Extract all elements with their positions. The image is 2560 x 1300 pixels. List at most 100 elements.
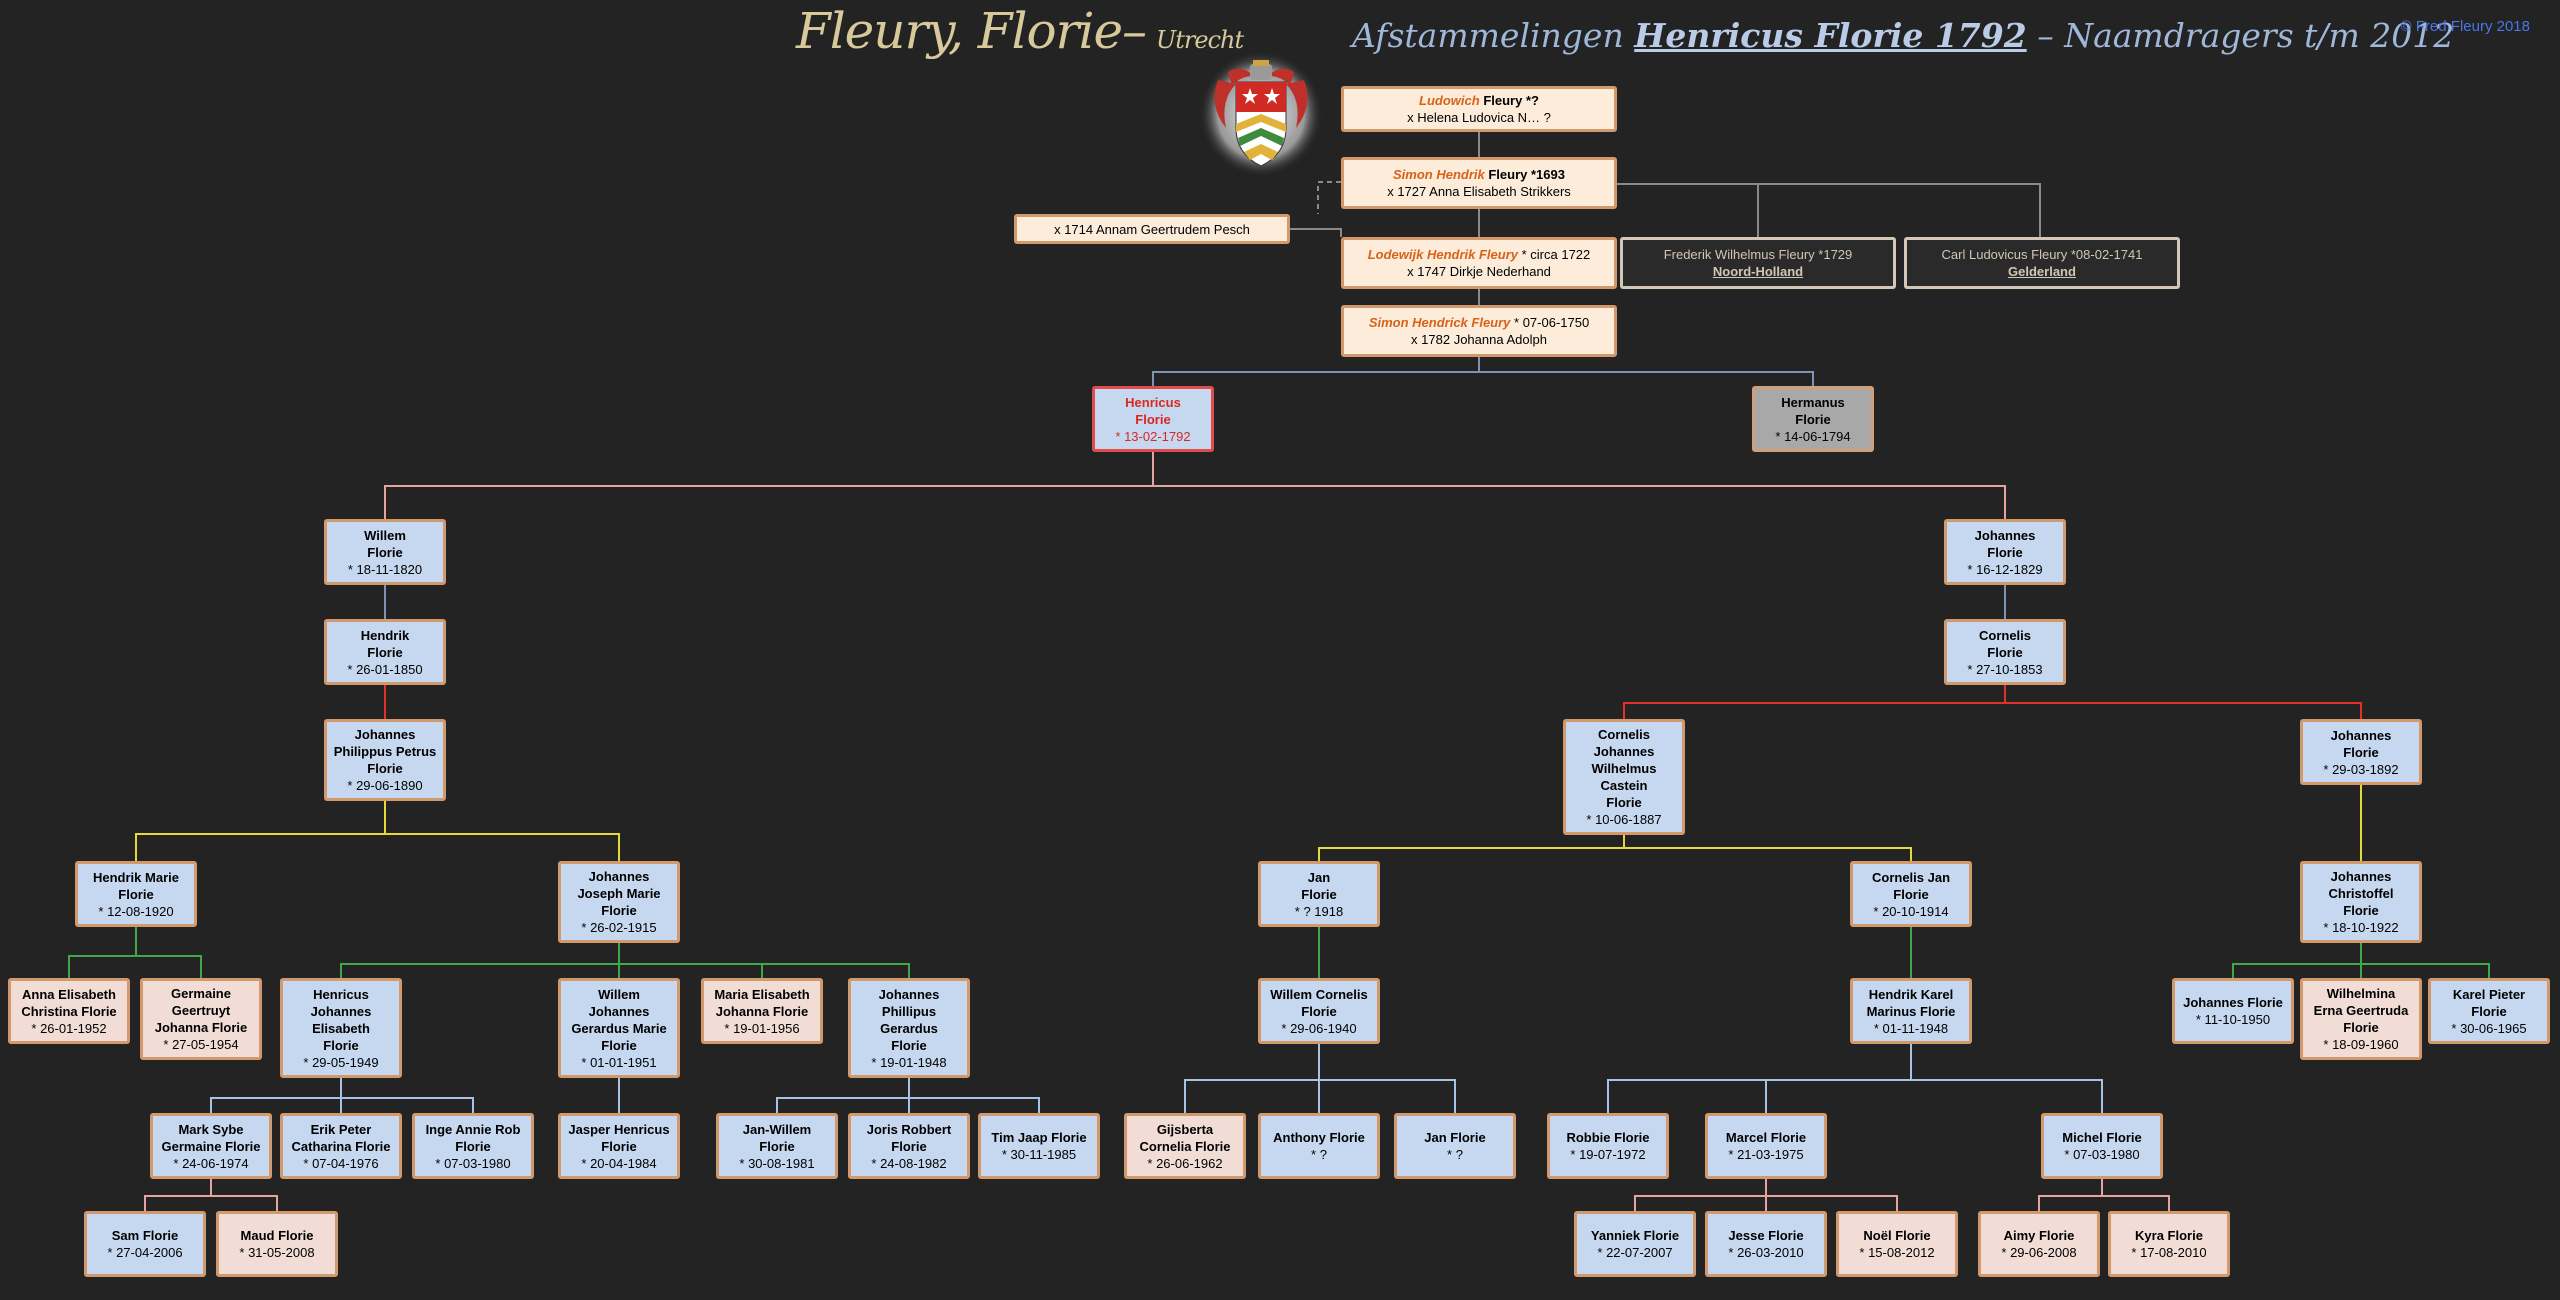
- person-line: Florie: [891, 1138, 926, 1155]
- person-text: Henricus: [1125, 394, 1181, 410]
- subtitle-highlight: Henricus Florie 1792: [1634, 16, 2027, 55]
- person-line: Hendrik Marie: [93, 869, 179, 886]
- person-text: * 18-10-1922: [2323, 920, 2399, 935]
- person-line: * ? 1918: [1295, 903, 1343, 920]
- person-line: * 22-07-2007: [1597, 1244, 1672, 1261]
- person-text: Willem: [364, 527, 406, 543]
- person-text: Gerardus: [880, 1020, 938, 1036]
- person-box-pesch: x 1714 Annam Geertrudem Pesch: [1014, 214, 1290, 244]
- person-text: Geertruyt: [171, 1003, 231, 1018]
- person-line: Gelderland: [2008, 263, 2076, 280]
- person-line: Simon Hendrik Fleury *1693: [1393, 166, 1565, 183]
- person-line: * 27-05-1954: [163, 1036, 238, 1053]
- person-text: * 29-06-1940: [1281, 1020, 1357, 1036]
- person-text: Florie: [1987, 644, 2023, 660]
- person-text: Johannes: [588, 869, 650, 884]
- person-text: * 24-08-1982: [871, 1155, 947, 1171]
- person-line: Inge Annie Rob: [426, 1121, 521, 1138]
- person-line: Yanniek Florie: [1591, 1227, 1679, 1244]
- person-line: Florie: [118, 886, 153, 903]
- person-text: Florie: [1795, 411, 1831, 427]
- person-text: x 1727 Anna Elisabeth Strikkers: [1387, 184, 1571, 199]
- person-box-marcel: Marcel Florie* 21-03-1975: [1705, 1113, 1827, 1179]
- person-text: Johanna Florie: [715, 1003, 809, 1019]
- person-line: Jan-Willem: [743, 1121, 812, 1138]
- person-line: Castein: [1601, 777, 1648, 794]
- person-text: Yanniek Florie: [1590, 1228, 1680, 1243]
- person-text: Johannes Florie: [2183, 995, 2283, 1010]
- person-text: Erik Peter: [310, 1121, 372, 1137]
- person-text: Jan: [1307, 869, 1331, 885]
- person-line: * 30-11-1985: [1002, 1146, 1076, 1163]
- person-text: * 27-05-1954: [163, 1037, 239, 1052]
- person-text: Cornelis: [1978, 627, 2031, 643]
- person-text: * 29-03-1892: [2323, 761, 2399, 777]
- person-text: * 26-01-1952: [31, 1020, 107, 1036]
- person-line: Hendrik Karel: [1869, 986, 1954, 1003]
- connector-line: [1607, 1044, 2103, 1113]
- person-text: * 01-11-1948: [1873, 1020, 1949, 1036]
- person-text: * 17-08-2010: [2131, 1245, 2207, 1260]
- person-line: Joseph Marie: [577, 885, 660, 902]
- person-text: Hendrik Karel: [1868, 986, 1954, 1002]
- person-text: * 18-11-1820: [347, 561, 423, 577]
- person-text: Fleury: [1479, 93, 1526, 108]
- connector-line: [135, 801, 620, 861]
- person-text: Johannes: [588, 1003, 650, 1019]
- person-line: Karel Pieter: [2453, 986, 2525, 1003]
- person-text: *?: [1525, 93, 1539, 108]
- person-line: Frederik Wilhelmus Fleury *1729: [1664, 246, 1853, 263]
- person-text: Cornelia Florie: [1139, 1138, 1231, 1154]
- person-line: Florie: [601, 1138, 636, 1155]
- person-line: * ?: [1447, 1146, 1463, 1163]
- person-line: * 07-03-1980: [435, 1155, 510, 1172]
- person-text: * 07-04-1976: [303, 1155, 379, 1171]
- person-text: Hendrik: [360, 627, 410, 643]
- person-text: * 07-03-1980: [435, 1155, 511, 1171]
- person-text: Wilhelmina: [2326, 986, 2396, 1001]
- person-text: Florie: [601, 903, 637, 918]
- connector-line: [1318, 835, 1912, 861]
- person-text: * 20-04-1984: [581, 1155, 657, 1171]
- person-line: Sam Florie: [112, 1227, 178, 1244]
- person-text: Marcel Florie: [1725, 1130, 1807, 1145]
- person-line: Johannes: [879, 986, 940, 1003]
- person-line: Mark Sybe: [178, 1121, 243, 1138]
- person-text: Florie: [601, 1037, 637, 1053]
- person-line: Robbie Florie: [1566, 1129, 1649, 1146]
- connector-line: [144, 1179, 278, 1211]
- person-text: Willem Cornelis: [1270, 986, 1368, 1002]
- person-box-noel: Noël Florie* 15-08-2012: [1836, 1211, 1958, 1277]
- connector-line: [210, 1078, 474, 1113]
- person-line: * 26-02-1915: [581, 919, 656, 936]
- connector-line: [1623, 685, 2362, 719]
- person-text: Fleury: [1484, 167, 1531, 182]
- person-text: * 01-01-1951: [581, 1054, 657, 1070]
- person-text: Joris Robbert: [866, 1121, 952, 1137]
- person-text: Cornelis: [1597, 727, 1650, 742]
- person-line: Florie: [601, 902, 636, 919]
- connector-line: [1184, 1044, 1456, 1113]
- person-line: Wilhelmina: [2327, 985, 2396, 1002]
- person-line: * 07-04-1976: [303, 1155, 378, 1172]
- person-box-anthony: Anthony Florie* ?: [1258, 1113, 1380, 1179]
- person-line: Noord-Holland: [1713, 263, 1803, 280]
- person-text: * ?: [1311, 1147, 1327, 1162]
- person-text: Hendrik Marie: [93, 869, 179, 885]
- person-text: Florie: [2343, 903, 2379, 918]
- person-text: Sam Florie: [111, 1228, 179, 1243]
- person-box-timjaap: Tim Jaap Florie* 30-11-1985: [978, 1113, 1100, 1179]
- person-line: Johannes: [2331, 727, 2392, 744]
- person-line: * 24-06-1974: [173, 1155, 248, 1172]
- subtitle-suffix: – Naamdragers t/m 2012: [2037, 16, 2455, 55]
- person-text: Johannes: [1974, 527, 2036, 543]
- person-text: * 26-01-1850: [347, 661, 423, 677]
- person-text: Gerardus Marie: [571, 1020, 667, 1036]
